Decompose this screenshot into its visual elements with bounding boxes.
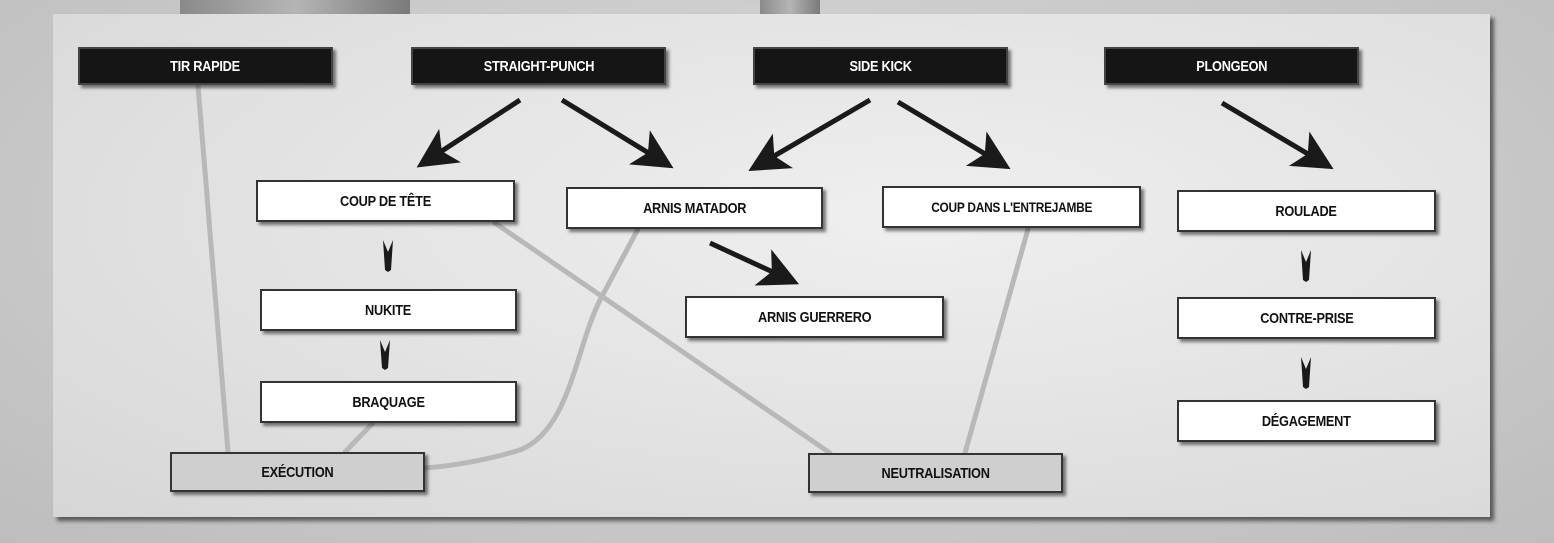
node-label: ARNIS MATADOR <box>642 199 747 217</box>
link-braquage-execution <box>342 421 375 455</box>
down-arrow-roulade-contre-prise <box>1301 250 1311 282</box>
header-tir-rapide: TIR RAPIDE <box>78 47 333 85</box>
arrow-arnis-matador-guerrero <box>708 240 800 286</box>
node-coup-entrejambe: COUP DANS L'ENTREJAMBE <box>882 186 1141 228</box>
node-roulade: ROULADE <box>1177 190 1436 232</box>
node-coup-de-tete: COUP DE TÊTE <box>256 180 515 222</box>
link-arnis-matador-execution <box>422 226 641 471</box>
arrow-plongeon-roulade <box>1220 100 1334 170</box>
header-label: SIDE KICK <box>849 57 912 75</box>
node-nukite: NUKITE <box>260 289 517 331</box>
down-arrow-contre-prise-degagement <box>1301 357 1311 389</box>
result-label: EXÉCUTION <box>261 463 334 481</box>
node-label: CONTRE-PRISE <box>1259 309 1354 327</box>
header-label: PLONGEON <box>1196 57 1267 75</box>
node-label: COUP DE TÊTE <box>340 192 431 210</box>
node-label: ROULADE <box>1275 202 1338 220</box>
header-label: STRAIGHT-PUNCH <box>483 57 594 75</box>
link-coup-de-tete-neutralisation <box>492 220 833 456</box>
node-label: COUP DANS L'ENTREJAMBE <box>931 199 1092 215</box>
result-neutralisation: NEUTRALISATION <box>808 453 1063 493</box>
arrow-side-kick-arnis-matador <box>748 97 872 172</box>
header-straight-punch: STRAIGHT-PUNCH <box>411 47 666 85</box>
arrow-side-kick-entrejambe <box>896 99 1011 170</box>
header-label: TIR RAPIDE <box>170 57 241 75</box>
header-plongeon: PLONGEON <box>1104 47 1359 85</box>
down-arrow-nukite-braquage <box>380 340 390 370</box>
result-label: NEUTRALISATION <box>881 464 990 482</box>
result-execution: EXÉCUTION <box>170 452 425 492</box>
node-degagement: DÉGAGEMENT <box>1177 400 1436 442</box>
node-arnis-guerrero: ARNIS GUERRERO <box>685 296 944 338</box>
node-arnis-matador: ARNIS MATADOR <box>566 187 823 229</box>
node-label: DÉGAGEMENT <box>1262 412 1351 430</box>
node-label: BRAQUAGE <box>352 393 425 411</box>
arrow-straight-punch-coup-de-tete <box>416 97 522 168</box>
down-arrow-coup-de-tete-nukite <box>383 240 393 272</box>
link-tir-rapide-execution <box>195 83 231 455</box>
node-label: ARNIS GUERRERO <box>757 308 872 326</box>
background-photo-left <box>180 0 410 16</box>
header-side-kick: SIDE KICK <box>753 47 1008 85</box>
arrow-straight-punch-arnis-matador <box>560 97 674 169</box>
background-photo-right <box>760 0 820 16</box>
node-contre-prise: CONTRE-PRISE <box>1177 297 1436 339</box>
node-label: NUKITE <box>365 301 412 319</box>
link-entrejambe-neutralisation <box>962 226 1031 456</box>
node-braquage: BRAQUAGE <box>260 381 517 423</box>
